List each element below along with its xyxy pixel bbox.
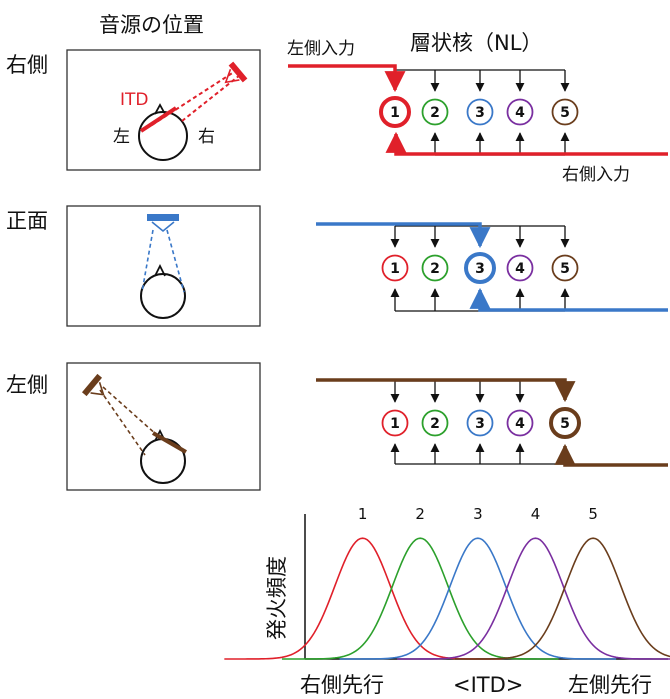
peak-label-4: 4	[531, 505, 541, 523]
y-axis-label: 発火頻度	[265, 556, 289, 640]
nl-node-2	[421, 409, 449, 437]
nl-node-3	[466, 98, 494, 126]
nl-node-3	[464, 252, 496, 284]
panel-left-source	[66, 362, 261, 491]
nl-nodes-left: 1 2 3 4 5	[381, 407, 581, 439]
nl-node-2	[421, 98, 449, 126]
chart-series	[224, 537, 670, 660]
nl-node-label: 4	[515, 261, 525, 277]
label-front: 正面	[6, 209, 48, 233]
speaker-icon	[147, 214, 179, 233]
head-icon	[140, 273, 186, 319]
x-tick-left-lead: 左側先行	[568, 673, 652, 697]
nl-node-label: 4	[515, 105, 525, 121]
nl-node-label: 2	[430, 261, 440, 277]
speaker-icon	[224, 61, 248, 84]
nose-icon	[154, 103, 166, 115]
peak-label-5: 5	[588, 505, 598, 523]
nl-node-label: 2	[430, 416, 440, 432]
nl-network-front	[316, 222, 668, 312]
nl-network-left	[316, 378, 668, 467]
nl-title: 層状核（NL）	[410, 31, 542, 55]
right-input-label: 右側入力	[562, 165, 630, 185]
nl-network-right: 左側入力 右側入力	[287, 39, 668, 185]
nl-node-label: 2	[430, 105, 440, 121]
nose-icon	[154, 263, 166, 277]
nl-node-1	[379, 96, 411, 128]
right-ear-label: 右	[198, 127, 215, 147]
firing-curve-5	[454, 537, 670, 660]
label-left: 左側	[6, 373, 48, 397]
left-input-label: 左側入力	[287, 39, 355, 59]
firing-curve-3	[339, 537, 617, 660]
chart-peak-labels: 1 2 3 4 5	[358, 505, 598, 523]
nl-nodes-front: 1 2 3 4 5	[381, 252, 579, 284]
speaker-icon	[81, 373, 105, 397]
nl-node-label: 1	[390, 416, 400, 432]
peak-label-2: 2	[415, 505, 425, 523]
nl-node-label: 3	[475, 105, 485, 121]
nl-node-4	[506, 98, 534, 126]
nl-node-label: 4	[515, 416, 525, 432]
panel-right-source: ITD 左 右	[66, 49, 261, 171]
nl-node-label: 5	[560, 416, 570, 432]
source-position-header: 音源の位置	[99, 13, 204, 37]
nl-node-label: 3	[475, 416, 485, 432]
nl-node-1	[381, 409, 409, 437]
nl-node-1	[381, 254, 409, 282]
label-right: 右側	[6, 53, 48, 77]
nl-node-label: 5	[560, 105, 570, 121]
peak-label-1: 1	[358, 505, 368, 523]
nl-nodes-right: 1 2 3 4 5	[379, 96, 579, 128]
nl-node-4	[506, 409, 534, 437]
nl-node-5	[549, 407, 581, 439]
nl-node-5	[551, 98, 579, 126]
nl-node-label: 1	[390, 261, 400, 277]
nl-node-label: 3	[475, 261, 485, 277]
panel-front-source	[66, 205, 261, 327]
nl-node-label: 5	[560, 261, 570, 277]
head-icon	[138, 111, 188, 161]
x-tick-itd: <ITD>	[453, 673, 523, 697]
firing-curve-4	[397, 537, 670, 660]
itd-label: ITD	[120, 90, 149, 110]
nl-node-2	[421, 254, 449, 282]
firing-rate-chart: 発火頻度 右側先行 <ITD> 左側先行 1 2 3 4 5	[224, 505, 670, 697]
left-ear-label: 左	[113, 127, 130, 147]
nl-node-5	[551, 254, 579, 282]
nl-node-label: 1	[390, 105, 400, 121]
nl-node-4	[506, 254, 534, 282]
x-tick-right-lead: 右側先行	[300, 673, 384, 697]
peak-label-3: 3	[473, 505, 483, 523]
firing-curve-2	[281, 537, 559, 660]
nl-node-3	[466, 409, 494, 437]
